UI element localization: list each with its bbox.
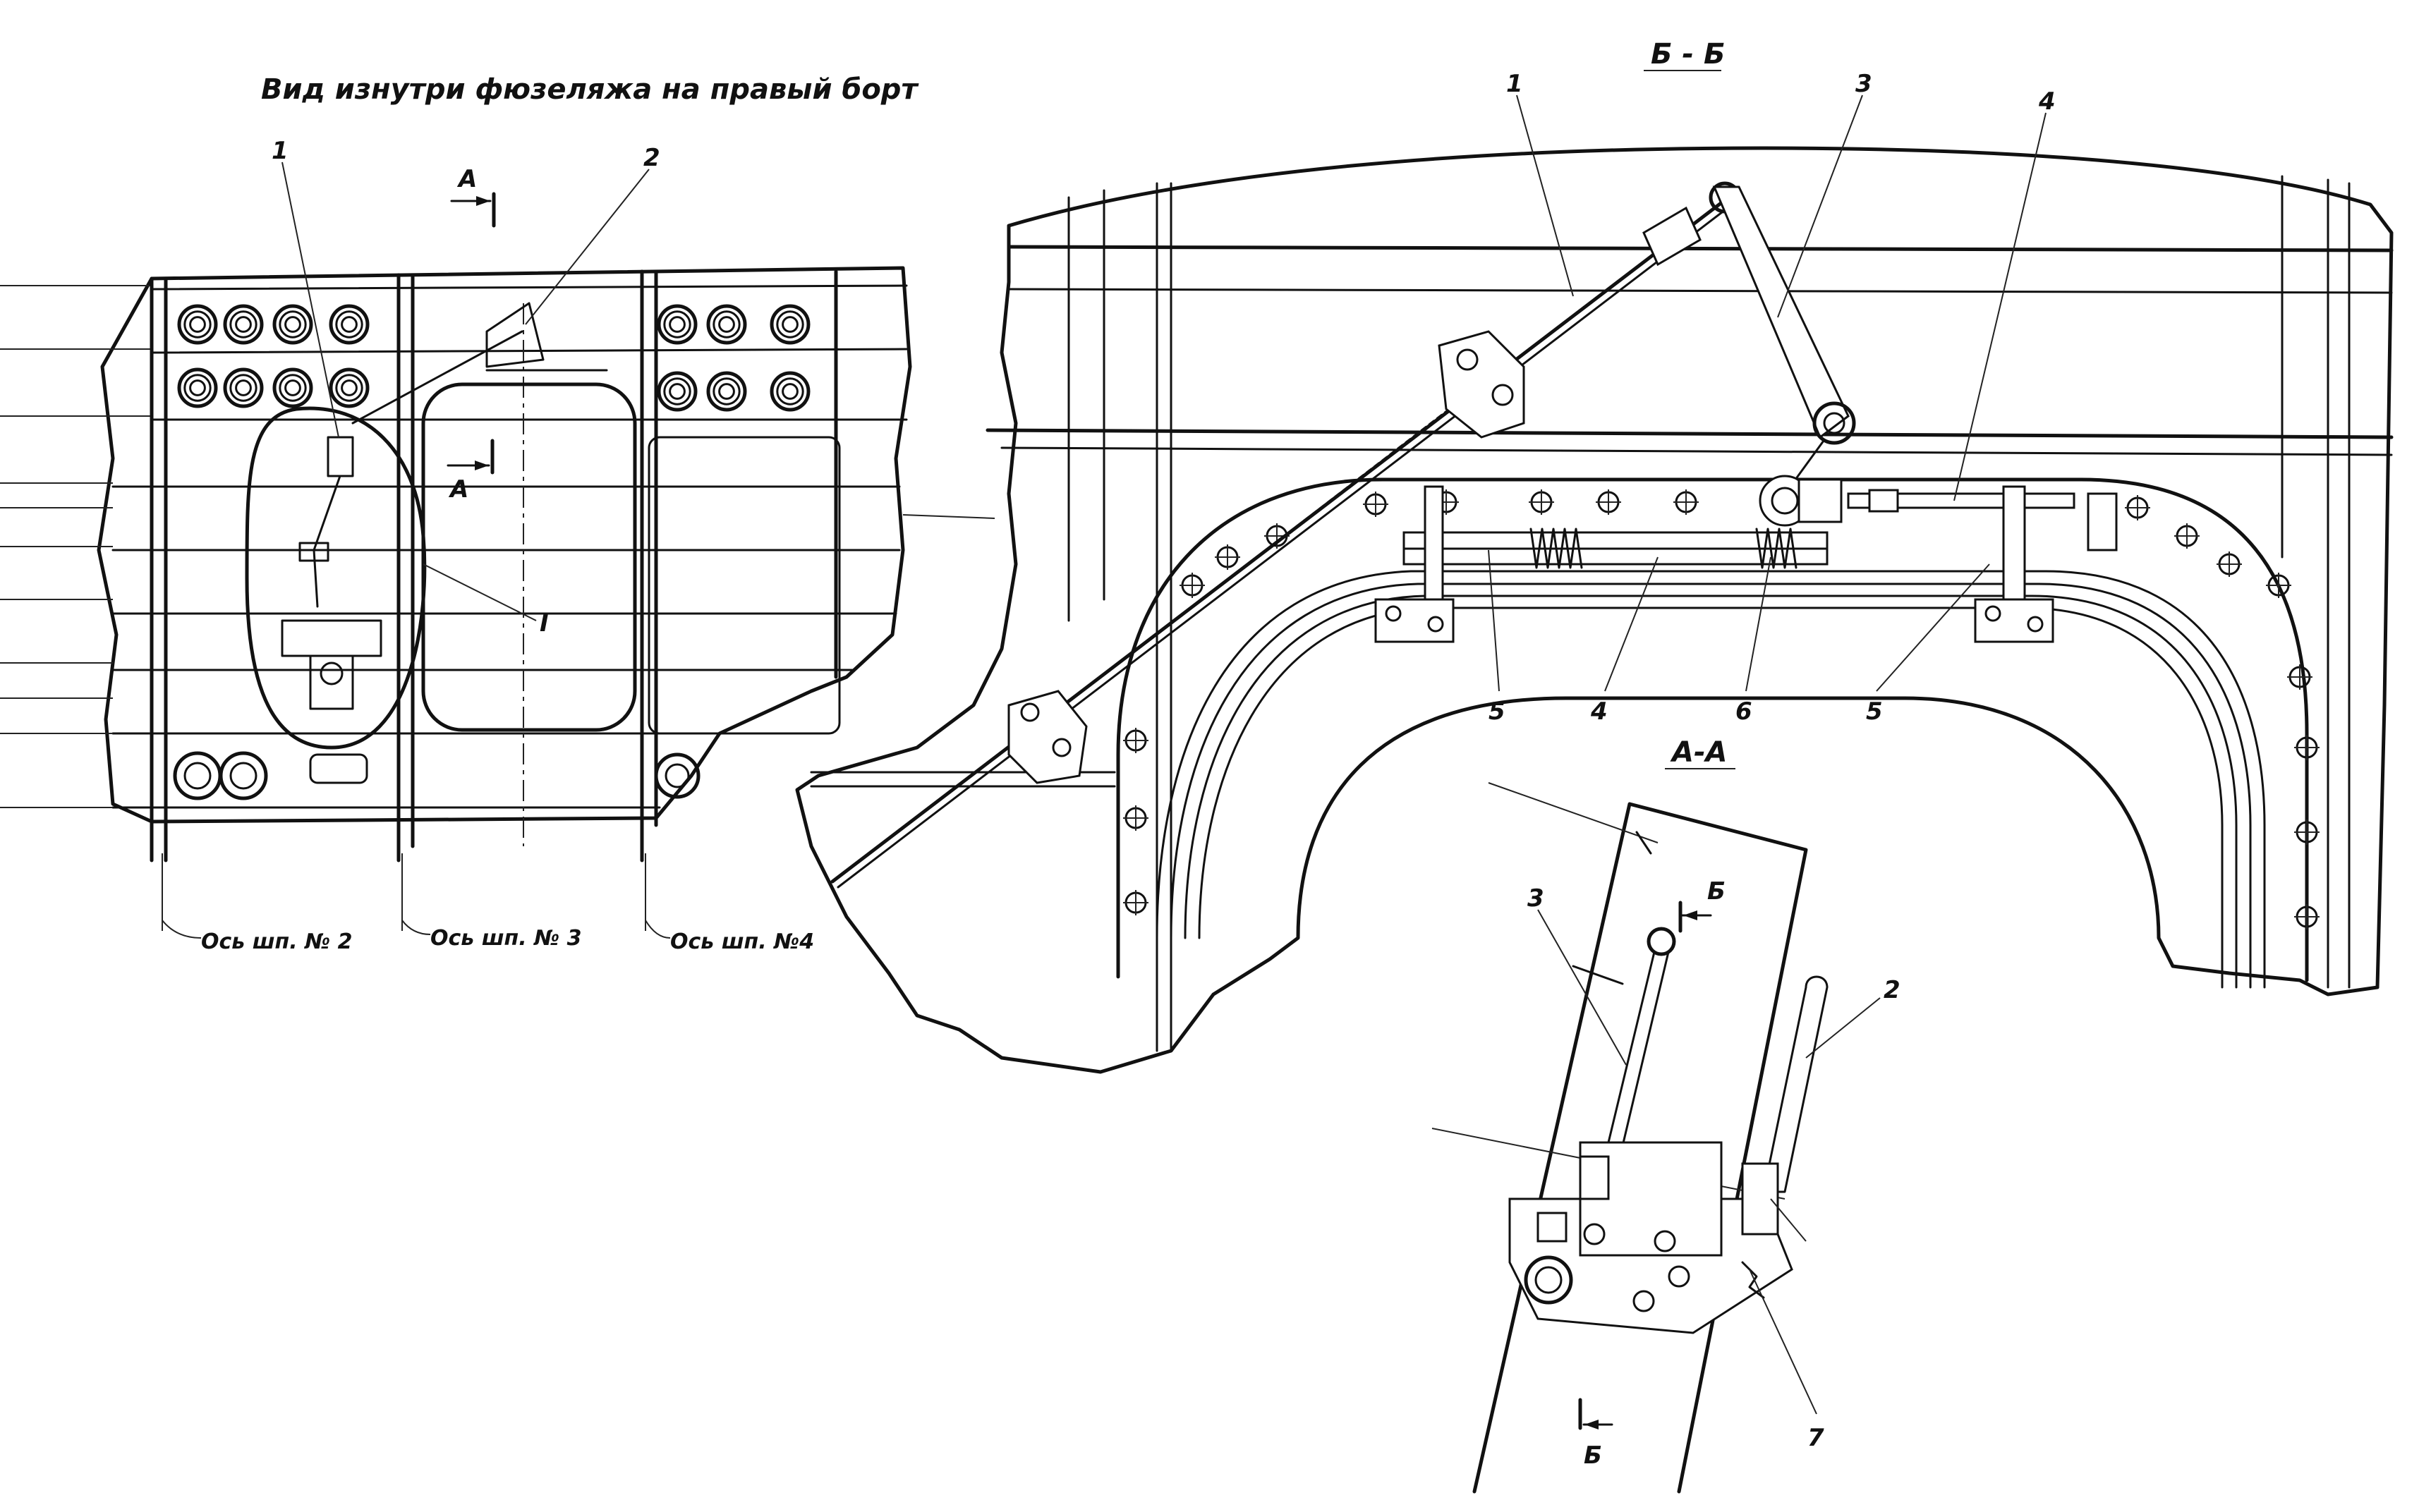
left-stringers [111,284,908,809]
left-frames [150,269,838,931]
rivet-hole [272,304,313,345]
left-view: Вид изнутри фюзеляжа на правый борт [0,73,995,954]
rivet-hole [782,316,799,333]
rivet-hole [335,374,363,402]
rivet-hole [189,379,206,396]
rivet-hole [177,367,218,408]
bb-linkage [1374,475,2118,643]
section-a-mid: А [447,439,495,504]
rivet-hole [718,383,735,400]
section-a-label-mid: А [448,475,468,504]
bb-callout-4-bottom: 4 [1590,697,1608,726]
rivet-hole [284,379,301,396]
rivet-hole [706,371,747,412]
left-extension-lines [0,285,995,808]
bb-callout-6: 6 [1735,697,1752,726]
rivet-hole [770,371,811,412]
rivet-hole [189,316,206,333]
rivet-hole [776,310,804,339]
rivet-hole [669,383,686,400]
rivet-hole [223,304,264,345]
detail-i-label: I [540,609,549,638]
rivet-hole [657,304,698,345]
rivet-hole [223,367,264,408]
aa-section-b-label-top: Б [1707,877,1726,906]
rivet-hole [341,379,358,396]
axis-label-2: Ось шп. № 2 [201,929,353,954]
bb-callout-4-top: 4 [2038,87,2056,116]
rivet-hole [663,310,691,339]
rivet-hole [770,304,811,345]
bb-callout-1: 1 [1506,70,1523,98]
section-a-top: А [450,165,496,228]
rivet-hole [279,310,307,339]
rivet-hole [272,367,313,408]
section-bb-view: Б - Б [795,38,2394,1074]
aa-callout-2: 2 [1884,976,1900,1004]
left-view-title: Вид изнутри фюзеляжа на правый борт [261,73,919,106]
rivet-hole [229,374,257,402]
bb-cable [830,181,1741,889]
bb-horizontal-lines [810,245,2394,788]
bb-title: Б - Б [1651,38,1725,71]
axis-label-4: Ось шп. №4 [670,929,814,954]
detail-circle-i [245,406,427,750]
rivet-hole [669,316,686,333]
left-panel-outline [97,266,912,824]
aa-bracket [1508,1141,1807,1334]
aa-callout-7: 7 [1807,1424,1824,1452]
rivet-hole [663,377,691,406]
window-cutout [421,382,637,732]
aa-levers [1607,927,1829,1193]
rivet-hole [706,304,747,345]
bb-panel-outline [795,146,2394,1074]
aa-callout-3: 3 [1527,884,1544,913]
rivet-hole [183,310,212,339]
bb-callout-5-left: 5 [1489,697,1505,726]
lower-hole [173,751,222,800]
rivet-hole [776,377,804,406]
rivet-hole [657,371,698,412]
rivet-hole [335,310,363,339]
rivet-hole [329,367,370,408]
adjacent-cutout [648,436,841,735]
rivet-hole [341,316,358,333]
bb-lever [1712,185,1856,481]
rivet-hole [284,316,301,333]
left-mechanism [281,302,608,784]
bb-arch-holes [1123,489,2320,929]
bb-arch-outer [1116,477,2309,982]
aa-title: А-А [1670,736,1728,769]
aa-section-b-bottom: Б [1578,1398,1613,1470]
rivet-hole [235,379,252,396]
bb-callout-5-right: 5 [1866,697,1883,726]
rivet-holes-left [177,304,811,412]
left-callout-1: 1 [272,137,289,165]
rivet-hole [713,377,741,406]
rivet-hole [718,316,735,333]
left-callout-2: 2 [643,144,660,172]
rivet-hole [279,374,307,402]
aa-section-b-label-bottom: Б [1584,1441,1602,1470]
rivet-hole [782,383,799,400]
rivet-hole [183,374,212,402]
section-aa-view: А-А [1431,736,1900,1494]
section-a-label-top: А [456,165,477,193]
rivet-hole [329,304,370,345]
bb-callout-3: 3 [1855,70,1872,98]
axis-label-3: Ось шп. № 3 [430,926,582,951]
lower-hole [654,752,701,799]
aa-section-b-top: Б [1678,877,1726,933]
lower-hole [219,751,268,800]
rivet-hole [229,310,257,339]
rivet-hole [713,310,741,339]
rivet-hole [177,304,218,345]
rivet-hole [235,316,252,333]
